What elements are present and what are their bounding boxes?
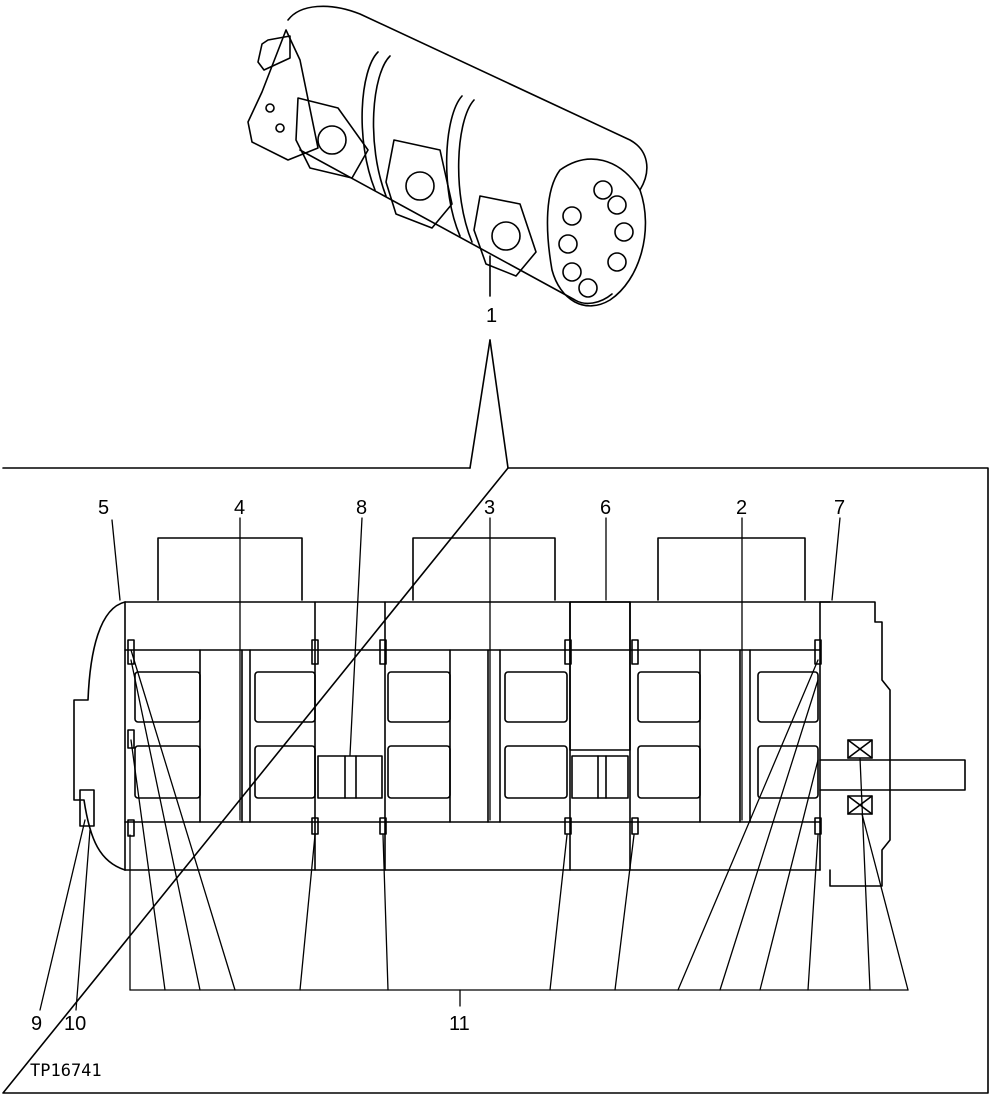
callout-3: 3	[484, 497, 495, 519]
callout-10: 10	[64, 1013, 86, 1035]
callout-8: 8	[356, 497, 367, 519]
callout-7: 7	[834, 497, 845, 519]
callout-11: 11	[449, 1013, 470, 1035]
callout-6: 6	[600, 497, 611, 519]
sectional-drawing	[73, 601, 966, 887]
callout-5: 5	[98, 497, 109, 519]
section-view-frame	[2, 467, 989, 1094]
callout-1: 1	[486, 305, 497, 327]
pump-assembly-illustration	[247, 5, 648, 307]
callout-4: 4	[234, 497, 245, 519]
callout-9: 9	[31, 1013, 42, 1035]
callout-1-pointer	[469, 339, 509, 469]
callout-2: 2	[736, 497, 747, 519]
figure-id: TP16741	[30, 1061, 102, 1081]
callout-leaders	[39, 517, 909, 1011]
callout-brackets	[157, 537, 806, 601]
